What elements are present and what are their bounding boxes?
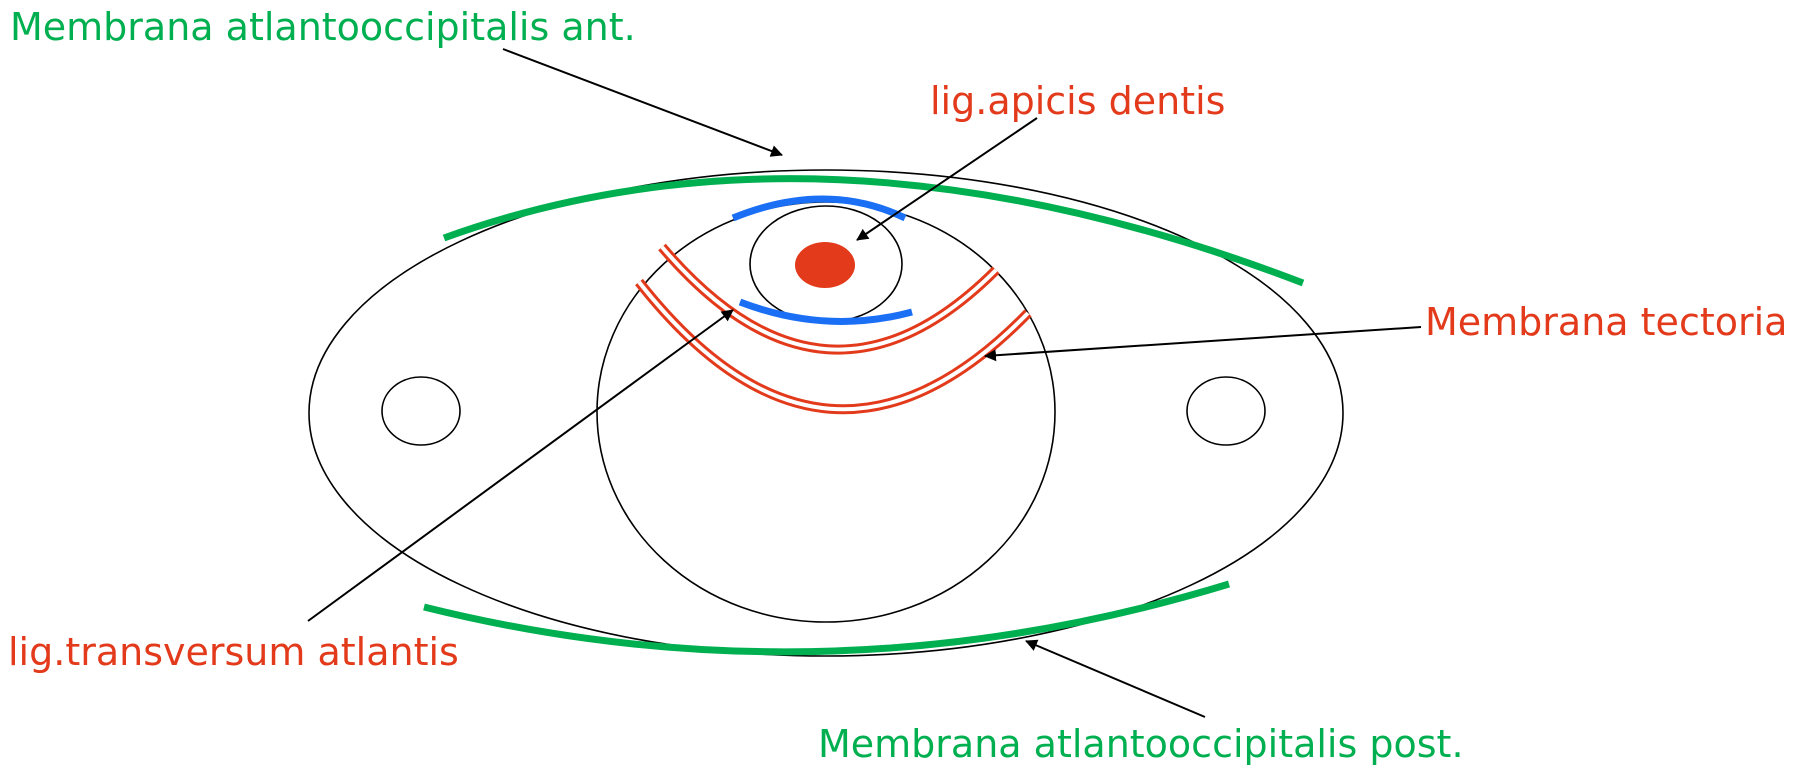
label-membrana-tectoria: Membrana tectoria (1425, 300, 1787, 344)
label-lig-apicis-dentis: lig.apicis dentis (930, 79, 1225, 123)
membrana-atlantooccipitalis-post-band (424, 584, 1229, 652)
left-foramen (382, 377, 460, 445)
leader-membrana-ant (503, 49, 782, 155)
leader-lig-transversum (308, 310, 733, 621)
blue-band-lower (740, 302, 912, 321)
label-lig-transversum-atlantis: lig.transversum atlantis (8, 630, 459, 674)
membrana-atlantooccipitalis-ant-band (444, 179, 1303, 283)
leader-membrana-post (1026, 641, 1205, 717)
leader-lig-apicis (857, 118, 1037, 240)
dens-apex-dot (795, 242, 855, 288)
right-foramen (1187, 377, 1265, 445)
leader-membrana-tectoria (985, 327, 1421, 356)
label-membrana-atlantooccipitalis-post: Membrana atlantooccipitalis post. (818, 722, 1464, 766)
label-membrana-atlantooccipitalis-ant: Membrana atlantooccipitalis ant. (10, 5, 636, 49)
blue-band-upper (733, 199, 905, 218)
